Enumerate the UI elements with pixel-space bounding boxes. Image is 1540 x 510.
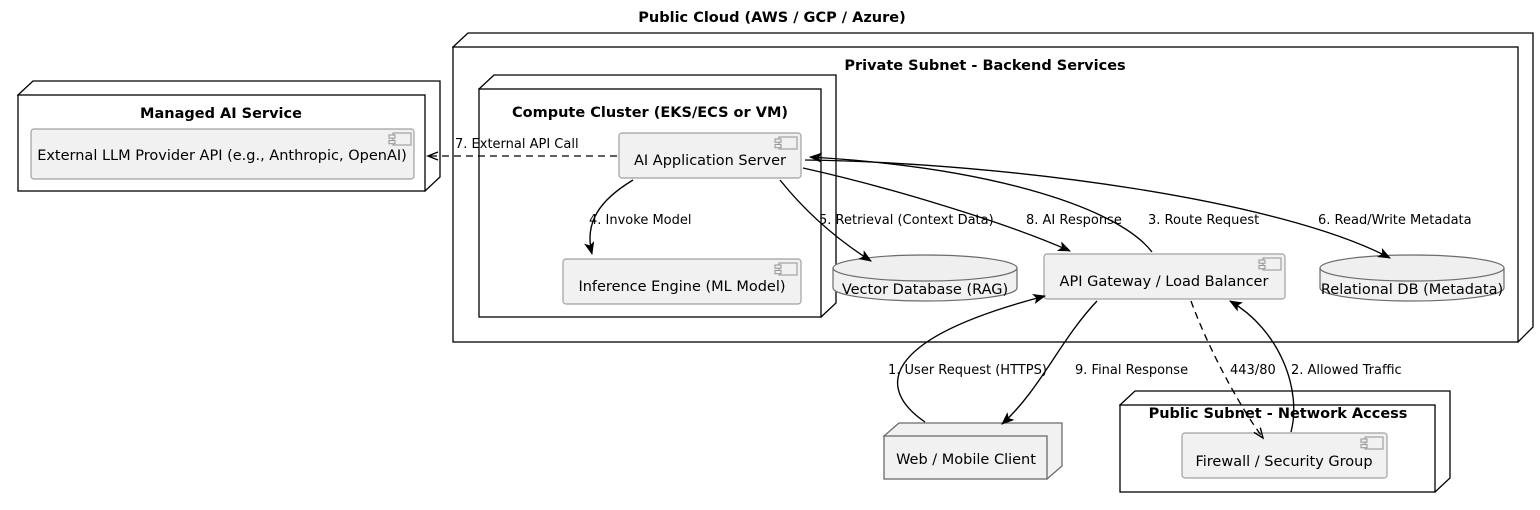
edge-2-label: 2. Allowed Traffic [1291, 363, 1402, 378]
edge-8-label: 8. AI Response [1026, 213, 1122, 228]
edge-2-allowed-traffic: 2. Allowed Traffic [1230, 300, 1402, 433]
component-external-llm-provider-api-label: External LLM Provider API (e.g., Anthrop… [37, 148, 407, 164]
node-private-subnet-title: Private Subnet - Backend Services [844, 58, 1125, 74]
edge-5-retrieval-context-data: 5. Retrieval (Context Data) [779, 179, 994, 261]
edge-1-label: 1. User Request (HTTPS) [888, 363, 1047, 378]
edge-9-label: 9. Final Response [1075, 363, 1188, 378]
component-ai-application-server-label: AI Application Server [634, 153, 786, 169]
component-external-llm-provider-api[interactable]: External LLM Provider API (e.g., Anthrop… [30, 128, 415, 180]
component-icon [1360, 436, 1384, 450]
component-icon [388, 132, 412, 146]
edge-4-label: 4. Invoke Model [589, 213, 691, 228]
component-firewall[interactable]: Firewall / Security Group [1181, 432, 1388, 479]
component-api-gateway-label: API Gateway / Load Balancer [1060, 274, 1269, 290]
component-firewall-label: Firewall / Security Group [1195, 454, 1372, 470]
edge-1-user-request: 1. User Request (HTTPS) [888, 296, 1047, 423]
component-icon [774, 262, 798, 276]
edge-10-label: 443/80 [1230, 363, 1276, 378]
component-inference-engine[interactable]: Inference Engine (ML Model) [562, 258, 802, 305]
database-relational-db[interactable]: Relational DB (Metadata) [1319, 254, 1505, 302]
edge-4-invoke-model: 4. Invoke Model [589, 179, 691, 254]
node-web-mobile-client-label: Web / Mobile Client [896, 452, 1036, 468]
diagram-title: Public Cloud (AWS / GCP / Azure) [638, 10, 905, 26]
component-icon [774, 136, 798, 150]
database-vector-database-label: Vector Database (RAG) [842, 282, 1008, 298]
node-public-subnet-title: Public Subnet - Network Access [1149, 406, 1408, 422]
database-relational-db-label: Relational DB (Metadata) [1321, 282, 1503, 298]
node-managed-ai-service-title: Managed AI Service [140, 106, 302, 122]
database-vector-database[interactable]: Vector Database (RAG) [832, 254, 1018, 302]
edge-9-final-response: 9. Final Response [1002, 300, 1188, 424]
component-ai-application-server[interactable]: AI Application Server [618, 132, 802, 179]
component-inference-engine-label: Inference Engine (ML Model) [578, 279, 785, 295]
edge-5-label: 5. Retrieval (Context Data) [819, 213, 994, 228]
edge-3-label: 3. Route Request [1148, 213, 1259, 228]
edge-7-external-api-call: 7. External API Call [426, 137, 617, 161]
edge-7-label: 7. External API Call [455, 137, 579, 152]
edge-10-port-443-80: 443/80 [1190, 300, 1276, 440]
component-icon [1258, 257, 1282, 271]
node-web-mobile-client[interactable]: Web / Mobile Client [882, 422, 1063, 480]
node-compute-cluster-title: Compute Cluster (EKS/ECS or VM) [512, 105, 788, 121]
component-api-gateway[interactable]: API Gateway / Load Balancer [1043, 253, 1286, 300]
edge-8-ai-response: 8. AI Response [802, 167, 1122, 252]
edge-6-label: 6. Read/Write Metadata [1318, 213, 1472, 228]
edge-6-read-write-metadata: 6. Read/Write Metadata [804, 159, 1472, 259]
